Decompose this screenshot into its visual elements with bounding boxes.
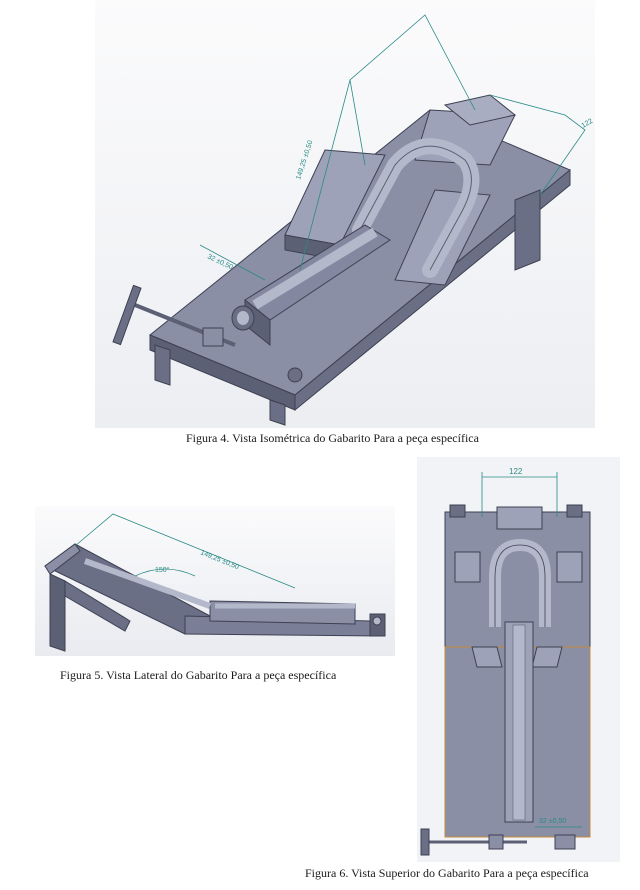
fig4-dim-length: 149,25 ±0,50 bbox=[295, 140, 314, 181]
fig4-dim-width: 122 bbox=[581, 118, 595, 130]
figure-6-top: 122 32 ±0,50 bbox=[417, 457, 620, 862]
lateral-cad-drawing: 150° 149,25 ±0,50 bbox=[44, 513, 386, 652]
figure-4-caption: Figura 4. Vista Isométrica do Gabarito P… bbox=[186, 431, 479, 445]
fig6-dim-offset: 32 ±0,50 bbox=[539, 818, 566, 825]
top-view-cad-drawing: 122 32 ±0,50 bbox=[420, 467, 591, 856]
fig5-dim-angle: 150° bbox=[155, 566, 170, 574]
figure-4-isometric: 149,25 ±0,50 122 32 ±0,50 bbox=[95, 0, 595, 428]
figure-6-caption: Figura 6. Vista Superior do Gabarito Par… bbox=[305, 866, 589, 880]
figure-5-lateral: 150° 149,25 ±0,50 bbox=[35, 506, 395, 656]
fig5-dim-length: 149,25 ±0,50 bbox=[199, 549, 240, 571]
fig6-dim-width: 122 bbox=[509, 467, 523, 476]
isometric-cad-drawing: 149,25 ±0,50 122 32 ±0,50 bbox=[112, 14, 595, 426]
figure-5-caption: Figura 5. Vista Lateral do Gabarito Para… bbox=[60, 668, 337, 682]
